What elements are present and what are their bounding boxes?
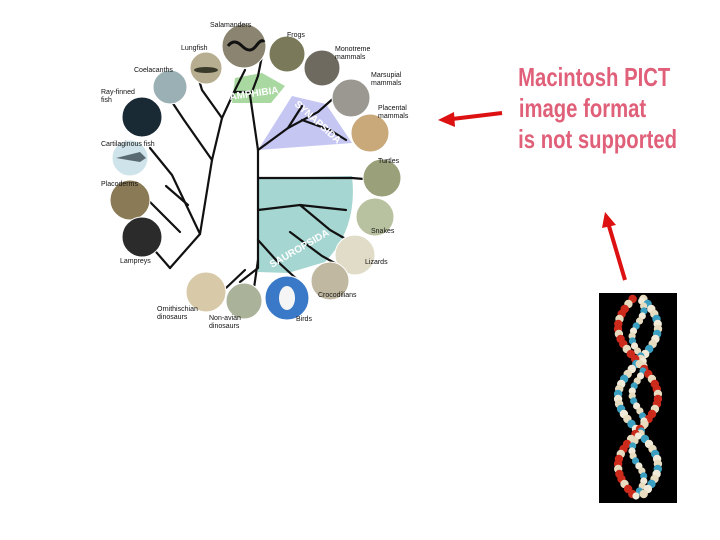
label-cartilaginous: Cartilaginous fish [101, 141, 155, 148]
marsupial-photo [331, 78, 371, 118]
dna-molecule-image [599, 293, 677, 503]
placental-photo [350, 113, 390, 153]
arrows [438, 111, 627, 281]
rayfinned-photo [121, 96, 163, 138]
label-nonavian: Non-avian dinosaurs [209, 315, 241, 330]
amphibia-wedge [232, 73, 285, 103]
unsupported-image-message: Macintosh PICT image format is not suppo… [518, 62, 678, 155]
pict-line-1: Macintosh PICT [518, 62, 671, 92]
label-turtles: Turtles [378, 158, 400, 165]
snakes-photo [355, 197, 395, 237]
label-lizards: Lizards [365, 259, 388, 266]
placoderms-photo [109, 179, 151, 221]
nonavian-photo [225, 282, 263, 320]
label-lungfish: Lungfish [181, 45, 208, 52]
lampreys-photo [121, 216, 163, 258]
label-placental: Placental mammals [378, 105, 409, 120]
monotreme-photo [303, 49, 341, 87]
label-lampreys: Lampreys [120, 258, 151, 265]
label-frogs: Frogs [287, 32, 305, 39]
label-coelacanths: Coelacanths [134, 67, 173, 74]
label-crocodilians: Crocodilians [318, 292, 357, 299]
pict-line-3: is not supported [518, 124, 678, 154]
label-ornithischian: Ornithischian dinosaurs [157, 306, 198, 321]
ornithischian-photo [185, 271, 227, 313]
taxon-images [109, 23, 402, 321]
frogs-photo [268, 35, 306, 73]
synapsida-wedge [258, 96, 352, 150]
label-marsupial: Marsupial mammals [371, 72, 402, 87]
coelacanths-photo [152, 69, 188, 105]
lizards-photo [334, 234, 376, 276]
pict-line-2: image format [518, 93, 647, 123]
label-monotreme: Monotreme mammals [335, 46, 371, 61]
label-rayfinned: Ray-finned fish [101, 89, 135, 104]
label-placoderms: Placoderms [101, 181, 138, 188]
turtles-photo [362, 158, 402, 198]
label-salamanders: Salamanders [210, 22, 252, 29]
label-snakes: Snakes [371, 228, 395, 235]
label-birds: Birds [296, 316, 312, 323]
up-arrow [607, 225, 627, 281]
left-arrow [451, 111, 503, 121]
sauropsida-wedge [258, 176, 353, 273]
crocodilians-photo [310, 261, 350, 301]
